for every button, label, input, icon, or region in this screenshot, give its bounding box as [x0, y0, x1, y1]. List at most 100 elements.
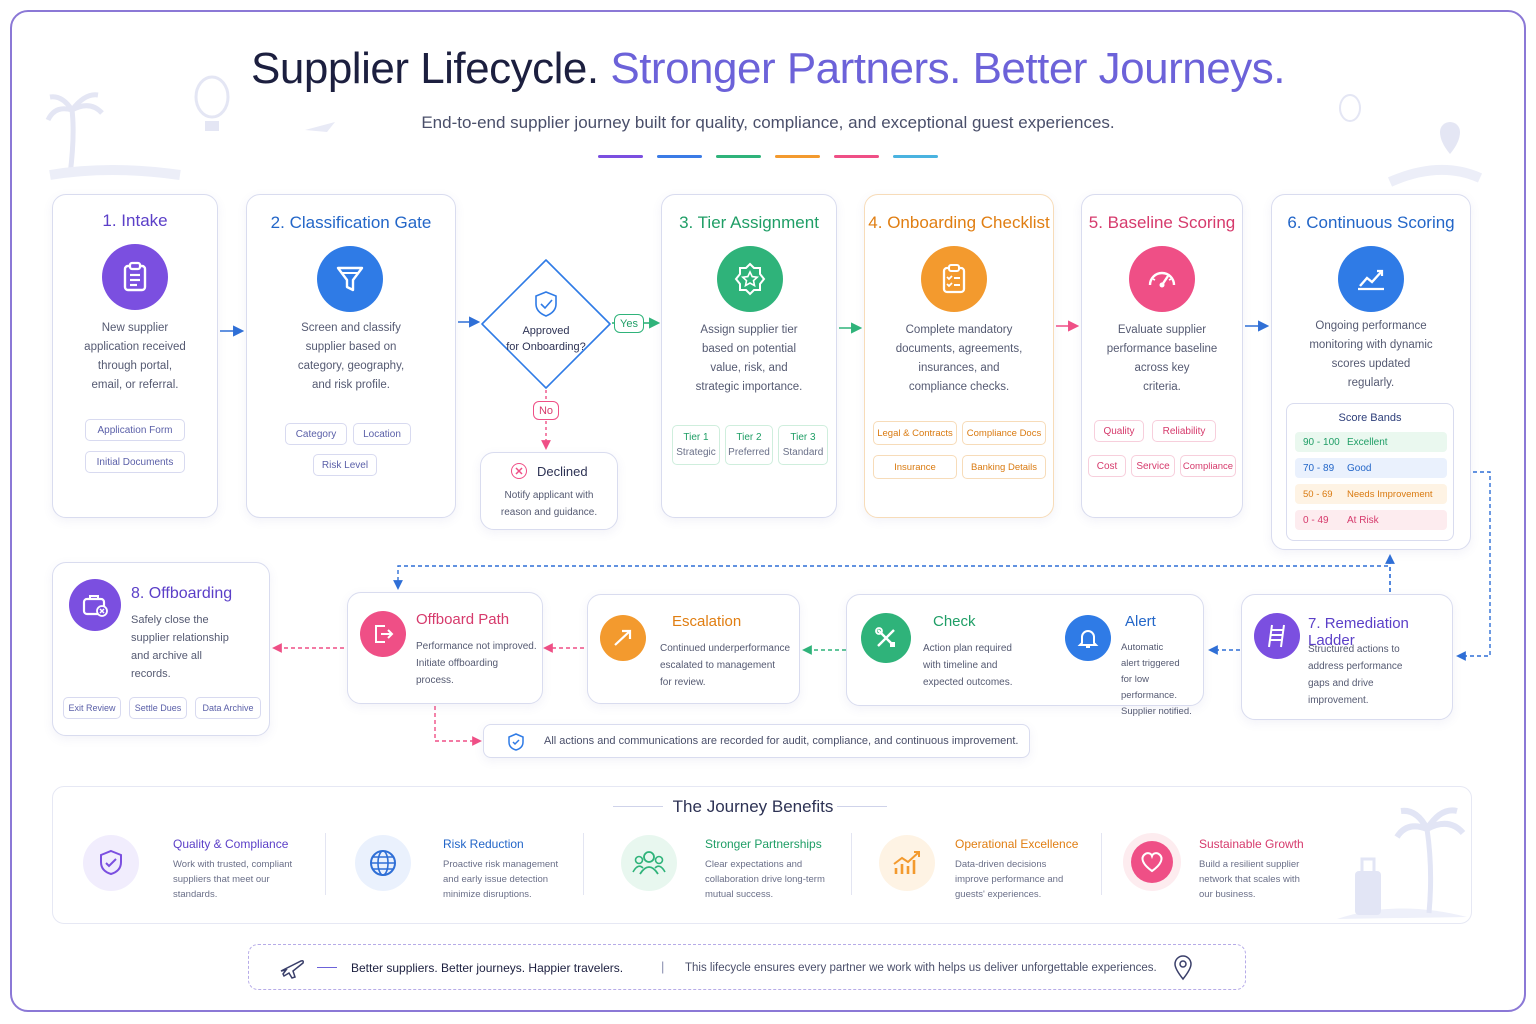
- page-subtitle: End-to-end supplier journey built for qu…: [421, 113, 1115, 132]
- chip-insurance: Insurance: [873, 455, 957, 479]
- classification-title: 2. Classification Gate: [270, 213, 432, 232]
- footer-banner: Better suppliers. Better journeys. Happi…: [248, 944, 1246, 990]
- accent-bars: [598, 155, 938, 158]
- offboard-path-description: Performance not improved.Initiate offboa…: [416, 641, 537, 686]
- badge-star-icon: [717, 246, 783, 312]
- continuous-title: 6. Continuous Scoring: [1287, 213, 1455, 232]
- chip-application-form: Application Form: [85, 419, 185, 441]
- page-title: Supplier Lifecycle. Stronger Partners. B…: [0, 44, 1536, 94]
- chip-location: Location: [353, 423, 411, 445]
- footer-separator: |: [661, 959, 665, 974]
- chip-cost: Cost: [1088, 455, 1126, 477]
- tools-icon: [861, 613, 911, 663]
- shield-check-icon: [83, 835, 139, 891]
- trend-chart-icon: [1338, 246, 1404, 312]
- check-title: Check: [933, 613, 976, 630]
- gauge-icon: [1129, 246, 1195, 312]
- benefit-title: Operational Excellence: [955, 837, 1079, 851]
- benefit-title: Quality & Compliance: [173, 837, 289, 851]
- growth-chart-icon: [879, 835, 935, 891]
- shield-check-icon: [535, 291, 557, 317]
- title-accent: Stronger Partners. Better Journeys.: [610, 44, 1285, 93]
- step-classification-card[interactable]: 2. Classification Gate Screen and classi…: [246, 194, 456, 518]
- checklist-icon: [921, 246, 987, 312]
- chip-compliance: Compliance: [1180, 455, 1236, 477]
- accent-bar: [598, 155, 643, 158]
- offboarding-title: 8. Offboarding: [131, 585, 233, 602]
- onboarding-title: 4. Onboarding Checklist: [868, 213, 1050, 232]
- score-bands-title: Score Bands: [1338, 412, 1402, 424]
- benefit-title: Risk Reduction: [443, 837, 524, 851]
- step-remediation-card[interactable]: 7. Remediation Ladder Structured actions…: [1241, 594, 1453, 720]
- chip-initial-documents: Initial Documents: [85, 451, 185, 473]
- benefits-panel: The Journey Benefits Quality & Complianc…: [52, 786, 1472, 924]
- step-onboarding-card[interactable]: 4. Onboarding Checklist Complete mandato…: [864, 194, 1054, 518]
- decision-diamond: [481, 259, 611, 389]
- declined-title: Declined: [537, 464, 588, 479]
- footer-tagline: Better suppliers. Better journeys. Happi…: [351, 961, 624, 975]
- chip-risk-level: Risk Level: [313, 454, 377, 476]
- accent-bar: [834, 155, 879, 158]
- title-main: Supplier Lifecycle.: [251, 44, 599, 93]
- step-continuous-card[interactable]: 6. Continuous Scoring Ongoing performanc…: [1271, 194, 1471, 550]
- close-icon: [511, 463, 527, 479]
- chip-service: Service: [1131, 455, 1175, 477]
- audit-note: All actions and communications are recor…: [483, 724, 1030, 758]
- benefits-title: The Journey Benefits: [672, 797, 834, 816]
- globe-icon: [355, 835, 411, 891]
- chip-compliance-docs: Compliance Docs: [962, 421, 1046, 445]
- clipboard-icon: [102, 244, 168, 310]
- chip-settle-dues: Settle Dues: [129, 697, 187, 719]
- briefcase-x-icon: [69, 579, 121, 631]
- chip-banking-details: Banking Details: [962, 455, 1046, 479]
- accent-bar: [657, 155, 702, 158]
- luggage-palm-decoration: [1337, 807, 1467, 919]
- offboard-path-card[interactable]: Offboard Path Performance not improved.I…: [347, 592, 543, 704]
- accent-bar: [775, 155, 820, 158]
- chip-exit-review: Exit Review: [63, 697, 121, 719]
- chip-reliability: Reliability: [1152, 420, 1216, 442]
- tier-title: 3. Tier Assignment: [679, 213, 819, 232]
- offboard-path-title: Offboard Path: [416, 611, 510, 628]
- ladder-icon: [1254, 613, 1300, 659]
- exit-door-icon: [360, 611, 406, 657]
- alert-title: Alert: [1125, 613, 1156, 630]
- map-pin-icon: [1174, 955, 1192, 981]
- benefit-title: Sustainable Growth: [1199, 837, 1304, 851]
- remediation-title: 7. Remediation Ladder: [1308, 615, 1409, 649]
- audit-note-text: All actions and communications are recor…: [544, 735, 1019, 747]
- accent-bar: [716, 155, 761, 158]
- decision-no-label: No: [533, 401, 559, 420]
- heart-icon: [1123, 833, 1181, 891]
